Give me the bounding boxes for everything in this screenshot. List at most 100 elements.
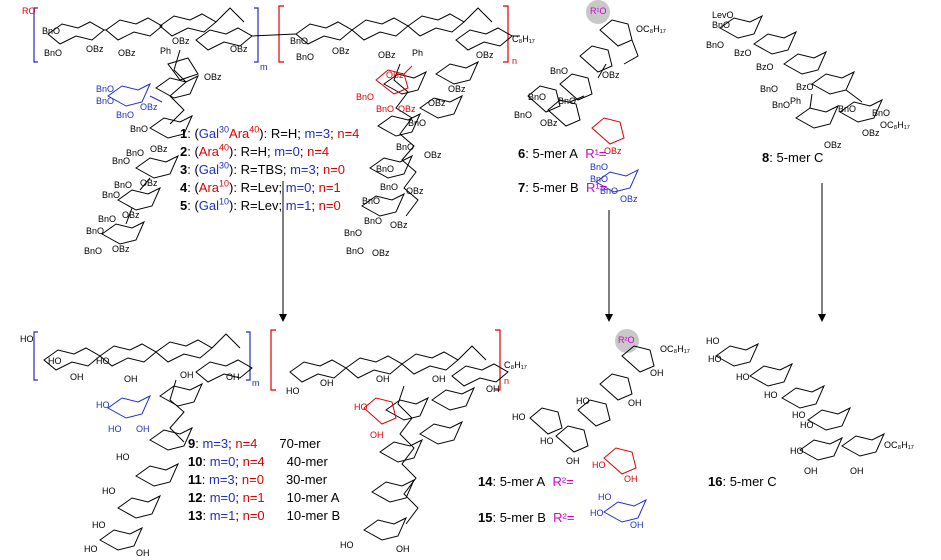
bno-label: BnO <box>376 164 395 174</box>
bno-label-red: BnO <box>356 92 375 102</box>
label-compound-16: 16: 5-mer C <box>708 474 777 489</box>
ho-label: HO <box>96 356 110 366</box>
bno-label: BnO <box>838 104 857 114</box>
obz-label: OBz <box>428 98 446 108</box>
obz-label: OBz <box>390 220 408 230</box>
bno-label: BnO <box>760 84 779 94</box>
oc8h17-label: OC₈H₁₇ <box>880 120 910 130</box>
obz-label: OBz <box>118 48 136 58</box>
bno-label: BnO <box>42 26 61 36</box>
oc8h17-label: OC₈H₁₇ <box>884 440 914 450</box>
obz-label-red: OBz <box>604 146 622 156</box>
oh-label-blue: OH <box>136 424 150 434</box>
obz-label: OBz <box>112 244 130 254</box>
legend-compound-1: 1: (Gal30Ara40): R=H; m=3; n=4 <box>180 124 360 141</box>
ho-label-red: HO <box>592 460 606 470</box>
obz-label: OBz <box>372 248 390 258</box>
oh-label: OH <box>320 378 334 388</box>
ho-label-red: HO <box>354 402 368 412</box>
ro-label: RO <box>22 6 36 16</box>
ho-label: HO <box>116 452 130 462</box>
bno-label: BnO <box>98 214 117 224</box>
obz-label-red: OBz <box>398 104 416 114</box>
label-compound-8: 8: 5-mer C <box>762 150 824 165</box>
bno-label: BnO <box>706 40 725 50</box>
ho-label: HO <box>792 410 806 420</box>
oh-label: OH <box>136 548 150 558</box>
label-compound-14: 14: 5-mer A R²= <box>478 474 574 489</box>
bno-label: BnO <box>86 226 105 236</box>
ho-label: HO <box>102 486 116 496</box>
r1-highlight-circle <box>586 0 610 24</box>
ho-label: HO <box>540 436 554 446</box>
ara-red-mini-structure <box>591 117 625 145</box>
blue-bracket-right <box>254 7 259 63</box>
legend-compound-2: 2: (Ara40): R=H; m=0; n=4 <box>180 142 330 159</box>
m-subscript: m <box>252 378 260 388</box>
bno-label-blue: BnO <box>600 186 619 196</box>
oh-label: OH <box>628 398 642 408</box>
ho-label: HO <box>340 540 354 550</box>
bno-label: BnO <box>130 124 149 134</box>
ho-label: HO <box>800 420 814 430</box>
obz-label: OBz <box>406 186 424 196</box>
deprotected-backbone-structure <box>33 329 509 551</box>
oh-label: OH <box>432 374 446 384</box>
protected-5merC-structure <box>719 14 884 129</box>
ho-label: HO <box>790 446 804 456</box>
obz-label-red: OBz <box>386 70 404 80</box>
obz-label: OBz <box>824 140 842 150</box>
oh-label: OH <box>376 374 390 384</box>
legend-compound-4: 4: (Ara10): R=Lev; m=0; n=1 <box>180 178 341 195</box>
obz-label: OBz <box>378 50 396 60</box>
red-bracket-left <box>278 5 284 63</box>
bno-label: BnO <box>102 190 121 200</box>
ph-label: Ph <box>790 96 802 106</box>
bno-label-blue: BnO <box>96 96 115 106</box>
obz-label-blue: OBz <box>140 102 158 112</box>
ara-red-mini-structure-2 <box>603 447 637 475</box>
bno-label: BnO <box>84 246 103 256</box>
ph-label: Ph <box>160 46 172 56</box>
oh-label: OH <box>124 374 138 384</box>
bno-label: BnO <box>362 196 381 206</box>
bzo-label: BzO <box>734 48 752 58</box>
obz-label: OBz <box>476 50 494 60</box>
legend-compound-3: 3: (Gal30): R=TBS; m=3; n=0 <box>180 160 346 177</box>
bzo-label: BzO <box>796 82 814 92</box>
bno-label: BnO <box>380 182 399 192</box>
ho-label: HO <box>706 336 720 346</box>
ho-label-blue: HO <box>590 508 604 518</box>
oh-label: OH <box>70 372 84 382</box>
obz-label: OBz <box>122 210 140 220</box>
obz-label: OBz <box>862 128 880 138</box>
obz-label: OBz <box>540 118 558 128</box>
bno-label-blue: BnO <box>590 174 609 184</box>
oh-label-red: OH <box>624 474 638 484</box>
bno-label: BnO <box>872 108 891 118</box>
gal-blue-mini-structure <box>595 168 640 193</box>
obz-label: OBz <box>448 84 466 94</box>
bno-label: BnO <box>346 246 365 256</box>
ho-label: HO <box>92 520 106 530</box>
oh-label: OH <box>226 372 240 382</box>
deprotected-5mer-structure <box>529 345 655 453</box>
bno-label-blue: BnO <box>116 110 135 120</box>
ho-label: HO <box>20 334 34 344</box>
bno-label: BnO <box>114 180 133 190</box>
protected-backbone-structure <box>33 5 520 245</box>
bno-label: BnO <box>772 100 791 110</box>
bno-label: BnO <box>126 148 145 158</box>
bno-label: BnO <box>528 92 547 102</box>
bno-label: BnO <box>296 52 315 62</box>
label-compound-15: 15: 5-mer B R²= <box>478 510 575 525</box>
obz-label: OBz <box>172 36 190 46</box>
oc8h17-label: OC₈H₁₇ <box>636 24 666 34</box>
ho-label: HO <box>764 390 778 400</box>
deprotected-5merC-structure <box>715 342 886 461</box>
